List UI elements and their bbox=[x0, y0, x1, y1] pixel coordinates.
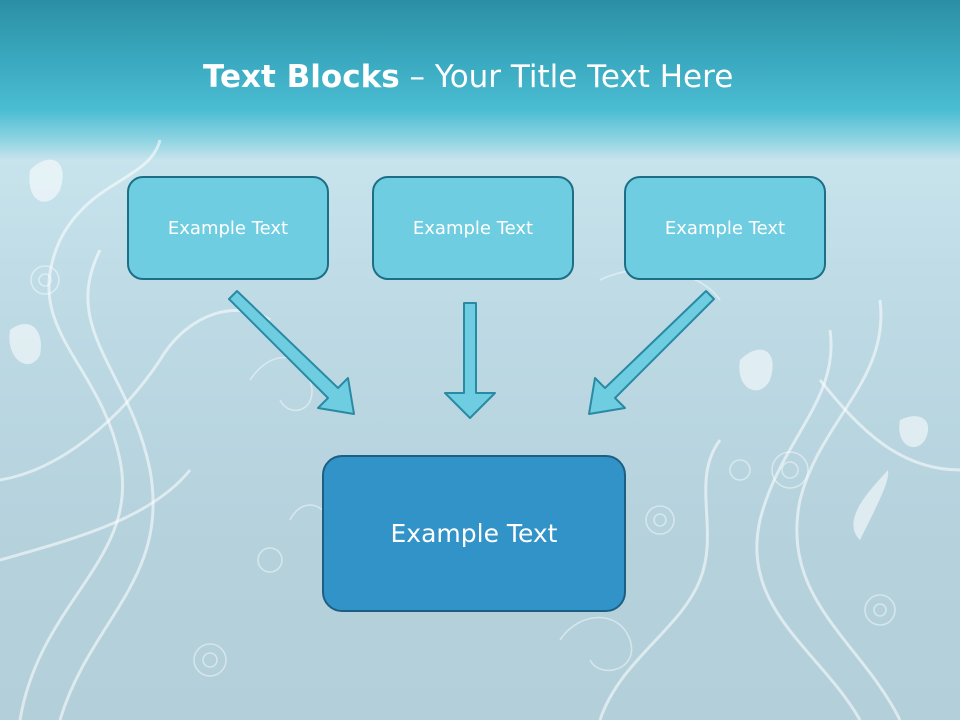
down-right-arrow-icon bbox=[228, 290, 355, 415]
text-block-right-label: Example Text bbox=[664, 217, 786, 239]
down-left-arrow-icon bbox=[588, 290, 715, 415]
text-block-center[interactable]: Example Text bbox=[372, 176, 574, 280]
text-block-center-label: Example Text bbox=[412, 217, 534, 239]
down-arrow-icon bbox=[444, 302, 496, 419]
text-block-left-label: Example Text bbox=[167, 217, 289, 239]
slide-title: Text Blocks – Your Title Text Here bbox=[203, 54, 733, 100]
text-block-bottom-label: Example Text bbox=[390, 519, 558, 548]
text-block-bottom[interactable]: Example Text bbox=[322, 455, 626, 612]
text-block-right[interactable]: Example Text bbox=[624, 176, 826, 280]
title-rest-part: Your Title Text Here bbox=[434, 59, 734, 95]
title-dash: – bbox=[399, 59, 435, 95]
title-bold-part: Text Blocks bbox=[203, 59, 400, 95]
header-band bbox=[0, 0, 960, 160]
text-block-left[interactable]: Example Text bbox=[127, 176, 329, 280]
